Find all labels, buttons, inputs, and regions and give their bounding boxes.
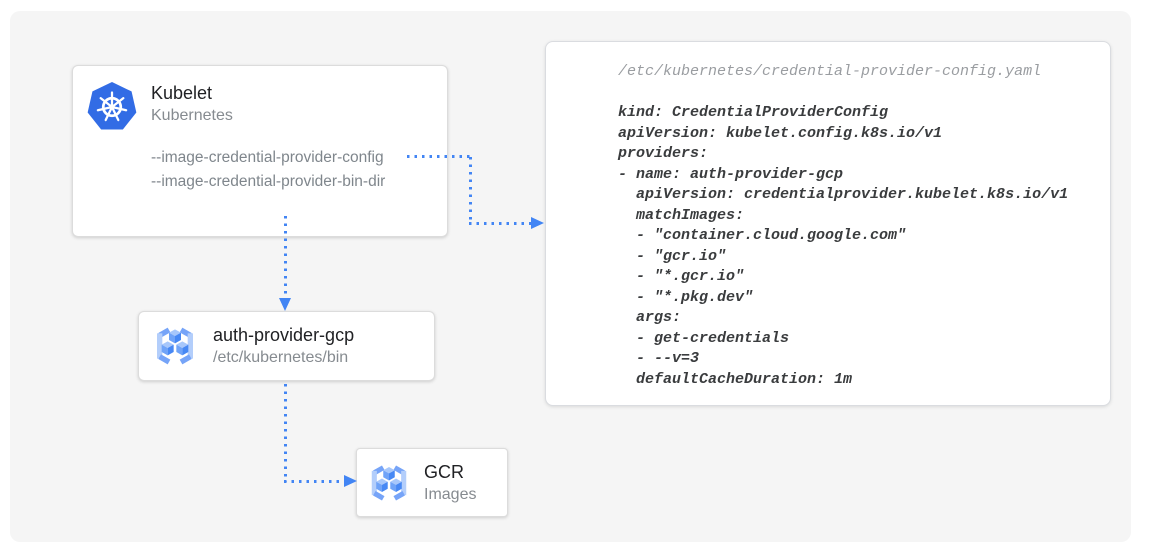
yaml-line: args: (618, 309, 682, 326)
auth-provider-title: auth-provider-gcp (213, 325, 355, 345)
arrow-segment (284, 480, 345, 483)
kubelet-title: Kubelet (151, 83, 213, 103)
gcr-icon (157, 327, 193, 365)
gcr-subtitle: Images (424, 485, 477, 503)
yaml-line: defaultCacheDuration: 1m (618, 370, 853, 388)
arrow-segment (469, 222, 532, 225)
kubelet-card: Kubelet Kubernetes --image-credential-pr… (72, 65, 448, 237)
arrowhead-down-icon (279, 298, 291, 311)
code-blank-line (618, 83, 1100, 104)
yaml-line: - "gcr.io" (618, 247, 727, 265)
auth-provider-card: auth-provider-gcp /etc/kubernetes/bin (138, 311, 435, 381)
yaml-line: providers: (618, 145, 709, 162)
arrow-segment (469, 157, 472, 224)
yaml-line: - name: auth-provider-gcp (618, 165, 844, 183)
yaml-line: - --v=3 (618, 350, 700, 367)
yaml-line: - "container.cloud.google.com" (618, 227, 907, 244)
gcr-card: GCR Images (356, 448, 508, 517)
yaml-line: matchImages: (618, 206, 745, 224)
arrow-segment (284, 216, 287, 300)
yaml-line: - "*.pkg.dev" (618, 288, 754, 306)
yaml-line: apiVersion: kubelet.config.k8s.io/v1 (618, 124, 943, 142)
kubelet-subtitle: Kubernetes (151, 107, 233, 124)
config-filename: /etc/kubernetes/credential-provider-conf… (618, 63, 1042, 80)
kubelet-flag-bin-dir: --image-credential-provider-bin-dir (151, 173, 386, 190)
arrow-segment (284, 384, 287, 482)
yaml-line: kind: CredentialProviderConfig (618, 104, 889, 121)
yaml-line: apiVersion: credentialprovider.kubelet.k… (618, 186, 1069, 203)
yaml-line: - "*.gcr.io" (618, 268, 745, 285)
kubelet-flag-config: --image-credential-provider-config (151, 149, 384, 166)
yaml-line: - get-credentials (618, 329, 790, 347)
arrow-segment (407, 155, 471, 158)
arrowhead-right-icon (344, 475, 357, 487)
gcr-icon (371, 464, 407, 501)
gcr-title: GCR (424, 461, 464, 482)
arrowhead-right-icon (531, 217, 544, 229)
auth-provider-path: /etc/kubernetes/bin (213, 349, 349, 366)
kubernetes-icon (87, 82, 137, 130)
credential-provider-config-panel: /etc/kubernetes/credential-provider-conf… (545, 41, 1111, 406)
